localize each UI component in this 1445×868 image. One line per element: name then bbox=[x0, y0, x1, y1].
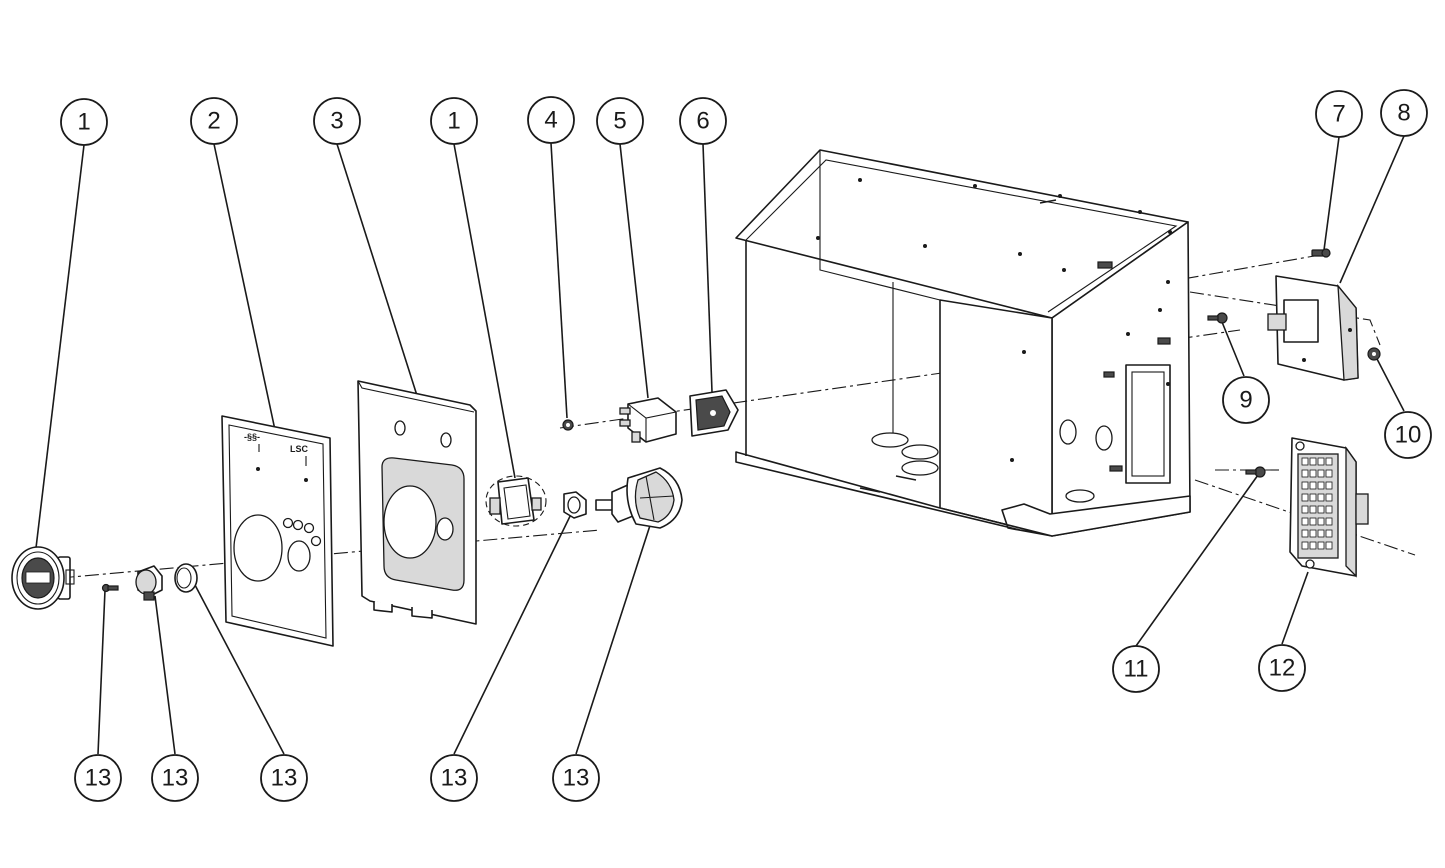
callout-13-e: 13 bbox=[552, 754, 600, 802]
svg-text:5: 5 bbox=[613, 108, 626, 135]
callout-3: 3 bbox=[313, 97, 361, 145]
svg-text:2: 2 bbox=[207, 108, 220, 135]
svg-text:11: 11 bbox=[1124, 656, 1149, 683]
svg-text:6: 6 bbox=[696, 108, 709, 135]
screw-part-11 bbox=[1245, 466, 1266, 478]
callouts: 1 2 3 1 4 5 6 7 bbox=[60, 89, 1432, 802]
callout-2: 2 bbox=[190, 97, 238, 145]
callout-9: 9 bbox=[1222, 376, 1270, 424]
svg-text:9: 9 bbox=[1239, 387, 1252, 414]
callout-13-b: 13 bbox=[151, 754, 199, 802]
terminal-block-part bbox=[1289, 437, 1369, 578]
callout-13-d: 13 bbox=[430, 754, 478, 802]
hardware-13-knob bbox=[135, 565, 163, 601]
leader-lines bbox=[35, 135, 1405, 755]
panel-gasket-part: -§§- LSC bbox=[221, 415, 334, 647]
hardware-13-ring bbox=[174, 563, 198, 593]
svg-text:3: 3 bbox=[330, 108, 343, 135]
svg-text:10: 10 bbox=[1395, 422, 1422, 449]
nut-part-10 bbox=[1367, 347, 1381, 361]
screw-part-9 bbox=[1207, 312, 1228, 324]
callout-4: 4 bbox=[527, 96, 575, 144]
callout-7: 7 bbox=[1315, 90, 1363, 138]
hour-meter-part bbox=[11, 546, 75, 610]
callout-6: 6 bbox=[679, 97, 727, 145]
controller-part bbox=[1267, 275, 1359, 381]
mounting-clip-part bbox=[485, 475, 547, 527]
panel-marking-left: -§§- bbox=[244, 432, 260, 442]
svg-text:13: 13 bbox=[162, 765, 189, 792]
hardware-13-screw bbox=[101, 583, 119, 593]
face-plate-part bbox=[357, 380, 477, 625]
svg-text:13: 13 bbox=[441, 765, 468, 792]
svg-text:1: 1 bbox=[447, 108, 460, 135]
callout-13-a: 13 bbox=[74, 754, 122, 802]
hardware-13-hex-nut bbox=[563, 491, 587, 519]
svg-text:4: 4 bbox=[544, 107, 557, 134]
svg-text:8: 8 bbox=[1397, 100, 1410, 127]
callout-1-left: 1 bbox=[60, 98, 108, 146]
panel-marking-right: LSC bbox=[290, 444, 309, 454]
callout-5: 5 bbox=[596, 97, 644, 145]
callout-10: 10 bbox=[1384, 411, 1432, 459]
svg-text:13: 13 bbox=[563, 765, 590, 792]
callout-1-center: 1 bbox=[430, 97, 478, 145]
hardware-13-selector-switch bbox=[595, 467, 683, 529]
svg-text:13: 13 bbox=[85, 765, 112, 792]
svg-text:12: 12 bbox=[1269, 655, 1296, 682]
callout-13-c: 13 bbox=[260, 754, 308, 802]
callout-8: 8 bbox=[1380, 89, 1428, 137]
enclosure-box bbox=[735, 149, 1191, 537]
nut-part bbox=[562, 419, 574, 431]
svg-text:1: 1 bbox=[77, 109, 90, 136]
screw-part-7 bbox=[1311, 248, 1331, 258]
callout-12: 12 bbox=[1258, 644, 1306, 692]
circuit-module-part bbox=[689, 389, 739, 437]
svg-text:13: 13 bbox=[271, 765, 298, 792]
svg-text:7: 7 bbox=[1332, 101, 1345, 128]
relay-part bbox=[619, 397, 677, 443]
callout-11: 11 bbox=[1112, 645, 1160, 693]
